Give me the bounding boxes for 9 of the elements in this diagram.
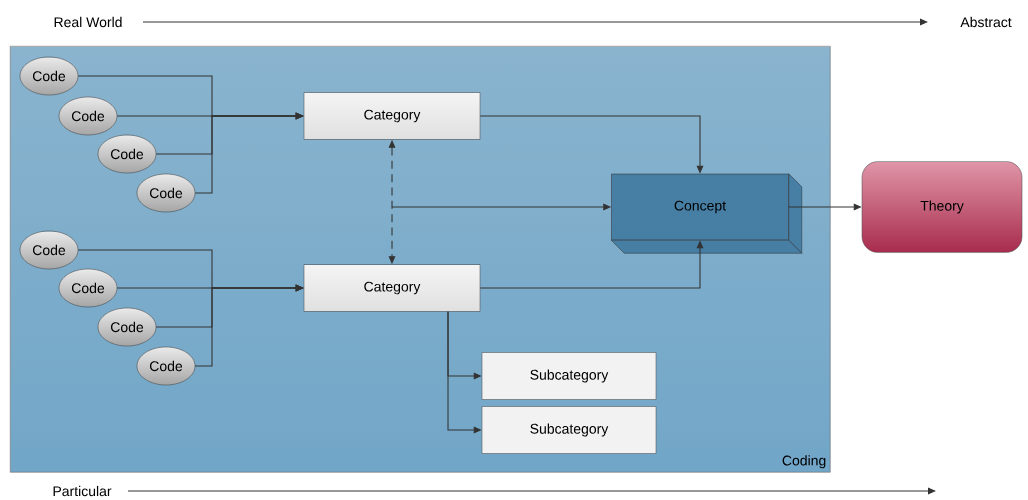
block-box: Concept [610,173,803,254]
subcategory-box: Subcategory [481,352,657,400]
axis-label: Abstract [960,16,1012,28]
axis-label: Particular [53,485,112,497]
subcategory-box: Subcategory [481,406,657,454]
axis-label: Real World [54,16,122,28]
category-box: Category [303,264,481,312]
category-box: Category [303,92,481,140]
rounded-box: Theory [861,161,1023,253]
